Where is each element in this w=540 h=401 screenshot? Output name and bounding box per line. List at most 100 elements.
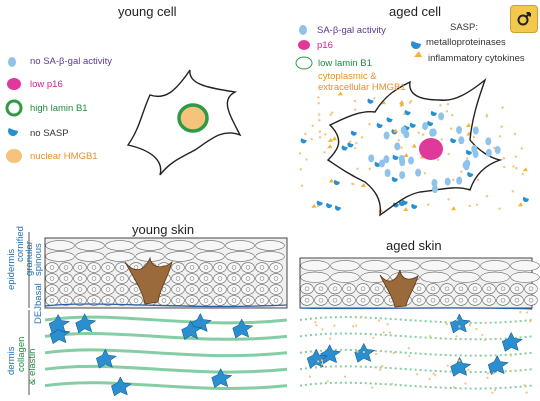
keratinocyte (328, 283, 342, 295)
mmp-mark (333, 179, 340, 186)
keratinocyte (45, 262, 59, 273)
sasp-dot (355, 324, 358, 327)
keratinocyte-nucleus (514, 286, 520, 291)
hmgb1-dot (460, 170, 463, 173)
keratinocyte-nucleus (458, 298, 464, 303)
sa-gal-vesicle (494, 145, 501, 154)
hmgb1-dot (298, 152, 302, 155)
sasp-dot (484, 321, 487, 325)
keratinocyte (45, 240, 75, 251)
keratinocyte-nucleus (175, 287, 181, 292)
keratinocyte (360, 260, 390, 272)
sa-gal-vesicle (472, 150, 479, 159)
hmgb1-dot (397, 139, 401, 142)
hmgb1-dot (331, 111, 334, 114)
sasp-dot (429, 335, 432, 338)
cytokine-mark (328, 178, 334, 183)
keratinocyte (213, 295, 227, 306)
sasp-dot (329, 337, 332, 340)
collagen-label-2: & elastin (27, 348, 38, 385)
sa-gal-vesicle (444, 177, 451, 186)
p16-legend-icon (7, 78, 21, 90)
sasp-dot (458, 359, 461, 362)
keratinocyte-nucleus (273, 265, 279, 270)
keratinocyte (105, 251, 135, 262)
keratinocyte (241, 295, 255, 306)
keratinocyte (73, 273, 87, 284)
hmgb1-dot (310, 138, 313, 141)
keratinocyte (420, 260, 450, 272)
hmgb1-dot (511, 190, 515, 193)
keratinocyte (73, 262, 87, 273)
keratinocyte-nucleus (245, 276, 251, 281)
fibroblast (306, 348, 328, 369)
young-skin-title: young skin (132, 222, 195, 237)
young-sasp-label: no SASP (30, 128, 69, 139)
keratinocyte (255, 251, 285, 262)
keratinocyte-nucleus (189, 276, 195, 281)
hmgb1-dot (468, 204, 471, 208)
keratinocyte-nucleus (374, 298, 380, 303)
keratinocyte (171, 284, 185, 295)
fibroblast (75, 313, 97, 334)
sasp-dot (455, 318, 459, 321)
keratinocyte (171, 262, 185, 273)
keratinocyte-nucleus (49, 287, 55, 292)
keratinocyte (524, 283, 538, 295)
mmp-mark (316, 200, 323, 206)
venus-icon[interactable] (510, 5, 538, 33)
hmgb1-dot (317, 102, 320, 105)
hmgb1-dot (439, 104, 442, 107)
fibroblast (111, 376, 133, 397)
hmgb1-dot (498, 207, 501, 210)
keratinocyte (300, 294, 314, 306)
collagen-fiber (299, 316, 533, 324)
sasp-dot (408, 354, 411, 358)
sa-gal-vesicle (485, 148, 492, 157)
sasp-dot (446, 364, 449, 367)
keratinocyte-nucleus (189, 298, 195, 303)
keratinocyte (227, 284, 241, 295)
keratinocyte (390, 260, 420, 272)
keratinocyte (440, 283, 454, 295)
sasp-dot (320, 359, 324, 362)
keratinocyte-nucleus (486, 286, 492, 291)
keratinocyte-nucleus (63, 298, 69, 303)
hmgb1-dot (498, 135, 502, 138)
keratinocyte (468, 294, 482, 306)
sa-gal-vesicle (431, 178, 438, 187)
keratinocyte-nucleus (528, 286, 534, 291)
keratinocyte-nucleus (217, 287, 223, 292)
young-sa-gal-label: no SA-β-gal activity (30, 56, 113, 67)
keratinocyte-nucleus (374, 286, 380, 291)
keratinocyte-nucleus (346, 286, 352, 291)
sa-gal-vesicle (458, 136, 465, 145)
keratinocyte-nucleus (273, 276, 279, 281)
keratinocyte (454, 283, 468, 295)
hmgb1-dot (317, 113, 321, 116)
fibroblast (96, 348, 118, 369)
keratinocyte-nucleus (63, 287, 69, 292)
keratinocyte (101, 262, 115, 273)
keratinocyte (328, 294, 342, 306)
hmgb1-dot (368, 167, 371, 171)
keratinocyte (300, 271, 330, 283)
keratinocyte (412, 294, 426, 306)
young-melanocyte (124, 256, 173, 305)
collagen-fiber (299, 381, 533, 390)
keratinocyte-nucleus (133, 287, 139, 292)
sa-gal-vesicle (485, 137, 492, 146)
keratinocyte-nucleus (514, 298, 520, 303)
hmgb1-dot (485, 194, 489, 198)
keratinocyte-nucleus (444, 298, 450, 303)
keratinocyte-nucleus (105, 298, 111, 303)
hmgb1-dot (324, 133, 327, 136)
mmp-mark (376, 122, 383, 129)
young-cell-title: young cell (118, 4, 177, 19)
keratinocyte (420, 271, 450, 283)
hmgb1-dot (423, 172, 427, 175)
keratinocyte (199, 284, 213, 295)
hmgb1-legend-icon (6, 149, 22, 163)
keratinocyte-nucleus (77, 265, 83, 270)
keratinocyte-nucleus (189, 287, 195, 292)
